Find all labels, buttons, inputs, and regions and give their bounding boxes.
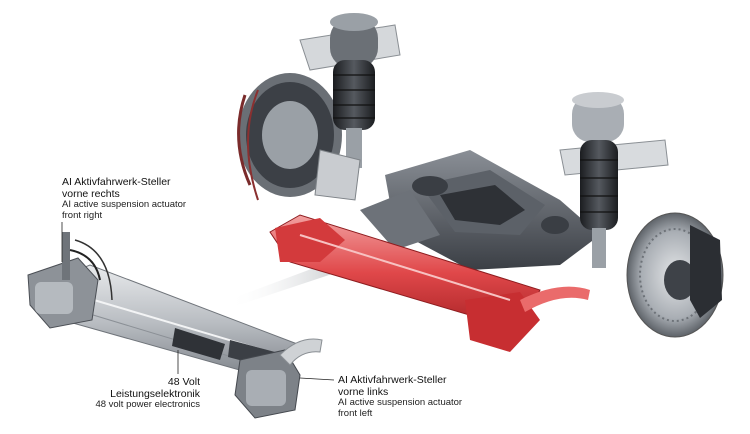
callout-de-position: vorne rechts [62,188,120,201]
actuator-motor-front-left [234,338,323,419]
explode-beam [228,262,338,306]
callout-actuator-front-left: AI Aktivfahrwerk-Steller vorne links AI … [338,374,462,420]
callout-de-title: Leistungselektronik [110,388,200,401]
callout-power-electronics: 48 Volt Leistungselektronik 48 volt powe… [80,376,200,411]
brake-disc-rear-side [237,73,342,201]
axle-assembly [237,13,724,352]
leader-lines [61,222,335,381]
callout-en-title: AI active suspension actuator [62,199,187,211]
callout-en-title: 48 volt power electronics [95,399,200,411]
callout-de-title: AI Aktivfahrwerk-Steller [62,176,171,188]
strut-left [299,13,401,201]
callout-de-position: vorne links [338,386,389,399]
actuator-exploded [27,232,323,419]
actuator-motor-front-right [27,232,113,329]
callout-actuator-front-right: AI Aktivfahrwerk-Steller vorne rechts AI… [62,176,186,222]
callout-en-title: AI active suspension actuator [338,397,463,409]
brake-disc-front-right [626,212,724,338]
subframe [360,150,600,270]
callout-de-title: AI Aktivfahrwerk-Steller [338,374,447,386]
callout-en-position: front left [338,408,373,420]
callout-en-position: front right [62,210,103,222]
callout-de-voltage: 48 Volt [167,376,200,388]
strut-right [559,92,669,268]
actuator-installed-highlight [269,214,590,352]
